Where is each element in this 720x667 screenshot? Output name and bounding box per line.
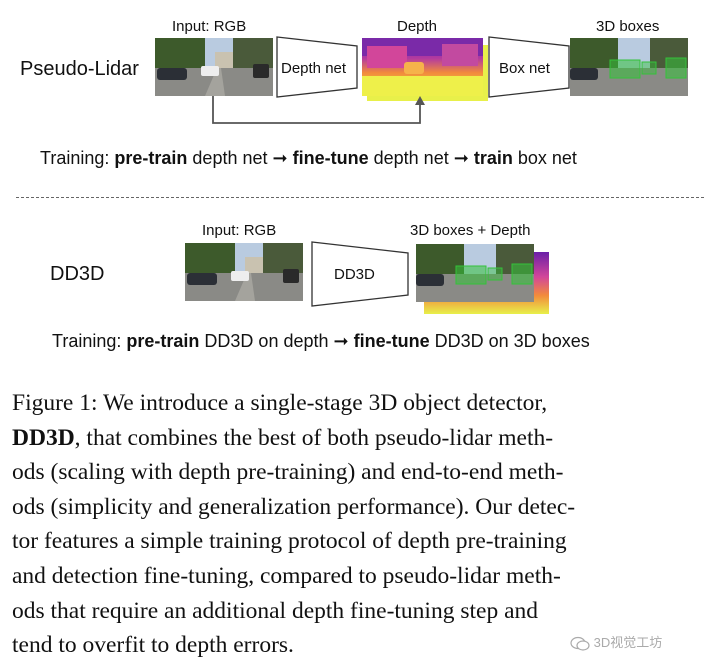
pseudo-lidar-row-label: Pseudo-Lidar	[20, 58, 139, 80]
caption-line-4: ods (simplicity and generalization perfo…	[12, 493, 576, 520]
caption-line-1: Figure 1: We introduce a single-stage 3D…	[12, 390, 548, 416]
pl-step2-bold: fine-tune	[292, 148, 369, 168]
arrow-right-icon: ➞	[333, 331, 349, 351]
pl-step3-bold: train	[473, 148, 513, 168]
box-net-block	[488, 36, 570, 98]
pl-boxes-label: 3D boxes	[596, 18, 660, 35]
pl-rgb-image	[155, 38, 273, 96]
pl-step3-rest: box net	[517, 148, 577, 168]
caption-dd3d-bold: DD3D	[12, 424, 75, 451]
dd3d-step1-rest: DD3D on depth	[204, 331, 329, 351]
figure-caption: Figure 1: We introduce a single-stage 3D…	[12, 386, 710, 663]
dd3d-net-block	[311, 241, 409, 307]
dd3d-rgb-image	[185, 243, 303, 301]
caption-line-6: and detection fine-tuning, compared to p…	[12, 562, 561, 589]
depth-net-block	[276, 36, 358, 98]
dd3d-step1-bold: pre-train	[126, 331, 200, 351]
caption-line-3: ods (scaling with depth pre-training) an…	[12, 459, 564, 486]
dd3d-output-label: 3D boxes + Depth	[410, 222, 531, 239]
caption-line-8: tend to overfit to depth errors.	[12, 632, 294, 659]
pl-step1-rest: depth net	[192, 148, 268, 168]
watermark: 3D视觉工坊	[570, 632, 662, 652]
watermark-text: 3D视觉工坊	[593, 635, 663, 650]
arrow-right-icon: ➞	[272, 148, 288, 168]
caption-line-5: tor features a simple training protocol …	[12, 528, 567, 555]
arrow-right-icon: ➞	[453, 148, 469, 168]
skip-connection-arrow	[212, 96, 425, 124]
pl-depth-map	[362, 38, 483, 96]
box-net-label: Box net	[499, 60, 550, 77]
dd3d-training-prefix: Training:	[52, 331, 122, 351]
pl-training-line: Training: pre-train depth net ➞ fine-tun…	[40, 148, 577, 169]
dd3d-boxes-image	[416, 244, 534, 302]
dd3d-input-label: Input: RGB	[202, 222, 277, 239]
dd3d-net-label: DD3D	[334, 266, 375, 283]
pl-input-label: Input: RGB	[172, 18, 247, 35]
pl-depth-label: Depth	[397, 18, 438, 35]
pl-training-prefix: Training:	[40, 148, 110, 168]
dd3d-step2-rest: DD3D on 3D boxes	[434, 331, 590, 351]
caption-line-2-rest: , that combines the best of both pseudo-…	[74, 424, 554, 451]
pl-step2-rest: depth net	[373, 148, 449, 168]
wechat-icon	[570, 635, 594, 651]
caption-line-7: ods that require an additional depth fin…	[12, 597, 538, 624]
caption-line-2: DD3D, that combines the best of both pse…	[12, 421, 710, 456]
dd3d-training-line: Training: pre-train DD3D on depth ➞ fine…	[52, 331, 590, 352]
section-divider	[16, 197, 704, 198]
dd3d-step2-bold: fine-tune	[353, 331, 430, 351]
pl-boxes-image	[570, 38, 688, 96]
dd3d-row-label: DD3D	[50, 263, 105, 285]
depth-net-label: Depth net	[281, 60, 347, 77]
pl-step1-bold: pre-train	[114, 148, 188, 168]
